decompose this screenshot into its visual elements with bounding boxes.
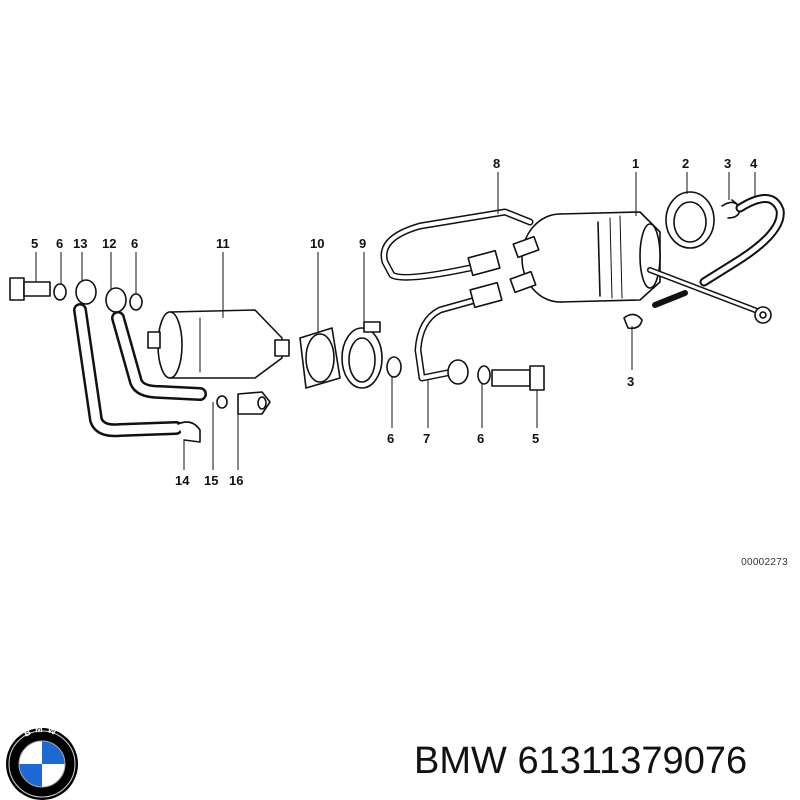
callout-14: 14 <box>175 473 190 488</box>
nut-part-16 <box>237 391 271 415</box>
callout-3: 3 <box>627 374 634 389</box>
callout-5: 5 <box>31 236 38 251</box>
callout-10: 10 <box>310 236 324 251</box>
hose-part-12 <box>105 287 207 401</box>
callout-6: 6 <box>477 431 484 446</box>
callout-6: 6 <box>387 431 394 446</box>
washer-part-6-left <box>53 283 67 301</box>
fuel-filter-part-11 <box>147 309 290 379</box>
bolt-part-5-left <box>9 277 51 301</box>
callout-4: 4 <box>750 156 758 171</box>
part-number: 61311379076 <box>517 740 748 782</box>
fuel-pump-part-1 <box>509 211 772 324</box>
callout-6: 6 <box>56 236 63 251</box>
clamp-band-part-9 <box>341 321 383 389</box>
callout-16: 16 <box>229 473 243 488</box>
callout-6: 6 <box>131 236 138 251</box>
bolt-part-5-right <box>491 365 545 391</box>
ring-part-2 <box>665 191 715 249</box>
leader-lines <box>35 172 756 470</box>
bmw-logo-icon: BMW <box>6 726 78 800</box>
callout-12: 12 <box>102 236 116 251</box>
diagram-reference-code: 00002273 <box>741 557 788 568</box>
callout-8: 8 <box>493 156 500 171</box>
callout-3: 3 <box>724 156 731 171</box>
callout-9: 9 <box>359 236 366 251</box>
hose-part-4 <box>699 194 785 287</box>
brand-name: BMW <box>414 740 507 782</box>
clamp-part-3-lower <box>623 313 643 330</box>
brand-part-number-line: BMW 61311379076 <box>414 740 747 783</box>
callout-15: 15 <box>204 473 218 488</box>
washer-part-6-left2 <box>129 293 143 311</box>
callout-2: 2 <box>682 156 689 171</box>
callout-labels: 5 6 13 12 6 11 10 9 8 1 2 3 4 3 6 7 6 5 … <box>31 156 758 488</box>
pipe-part-7 <box>414 249 503 385</box>
callout-7: 7 <box>423 431 430 446</box>
clamp-part-14 <box>177 421 201 443</box>
pipe-loop-part-8 <box>380 208 534 281</box>
hose-part-13 <box>73 279 183 438</box>
washer-part-6-mid <box>386 356 402 378</box>
washer-part-6-right <box>477 365 491 385</box>
seal-part-15 <box>216 395 228 409</box>
callout-11: 11 <box>216 236 230 251</box>
callout-1: 1 <box>632 156 639 171</box>
callout-5: 5 <box>532 431 539 446</box>
callout-13: 13 <box>73 236 87 251</box>
rubber-ring-part-10 <box>299 327 341 389</box>
